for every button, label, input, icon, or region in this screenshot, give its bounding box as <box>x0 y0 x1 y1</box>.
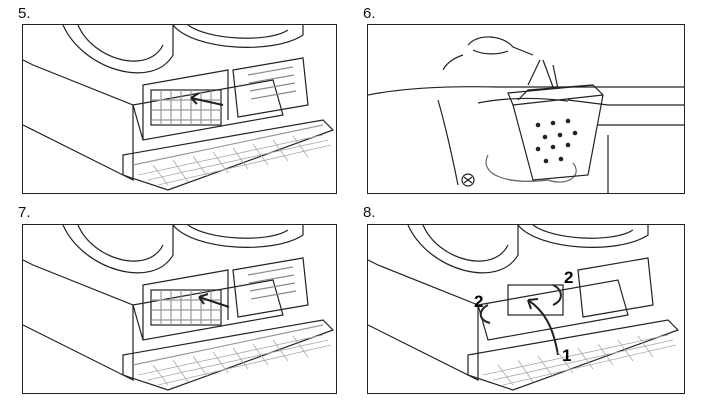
step-number-7: 7. <box>18 204 31 221</box>
step-number-8: 8. <box>363 204 376 221</box>
dryer-open-flap-drawing <box>23 25 335 191</box>
step-5-illustration <box>22 24 337 194</box>
rinse-filter-drawing <box>368 36 684 193</box>
step-8-illustration: 2 2 1 <box>367 224 685 394</box>
step-7-illustration <box>22 224 337 394</box>
callout-2-left: 2 <box>474 292 483 311</box>
reinsert-filter-drawing <box>23 225 335 391</box>
lock-filter-drawing: 2 2 1 <box>368 225 680 391</box>
callout-1: 1 <box>562 346 571 365</box>
callout-2-right: 2 <box>564 268 573 287</box>
step-number-6: 6. <box>363 5 376 22</box>
step-number-5: 5. <box>18 5 31 22</box>
step-6-illustration <box>367 24 685 194</box>
